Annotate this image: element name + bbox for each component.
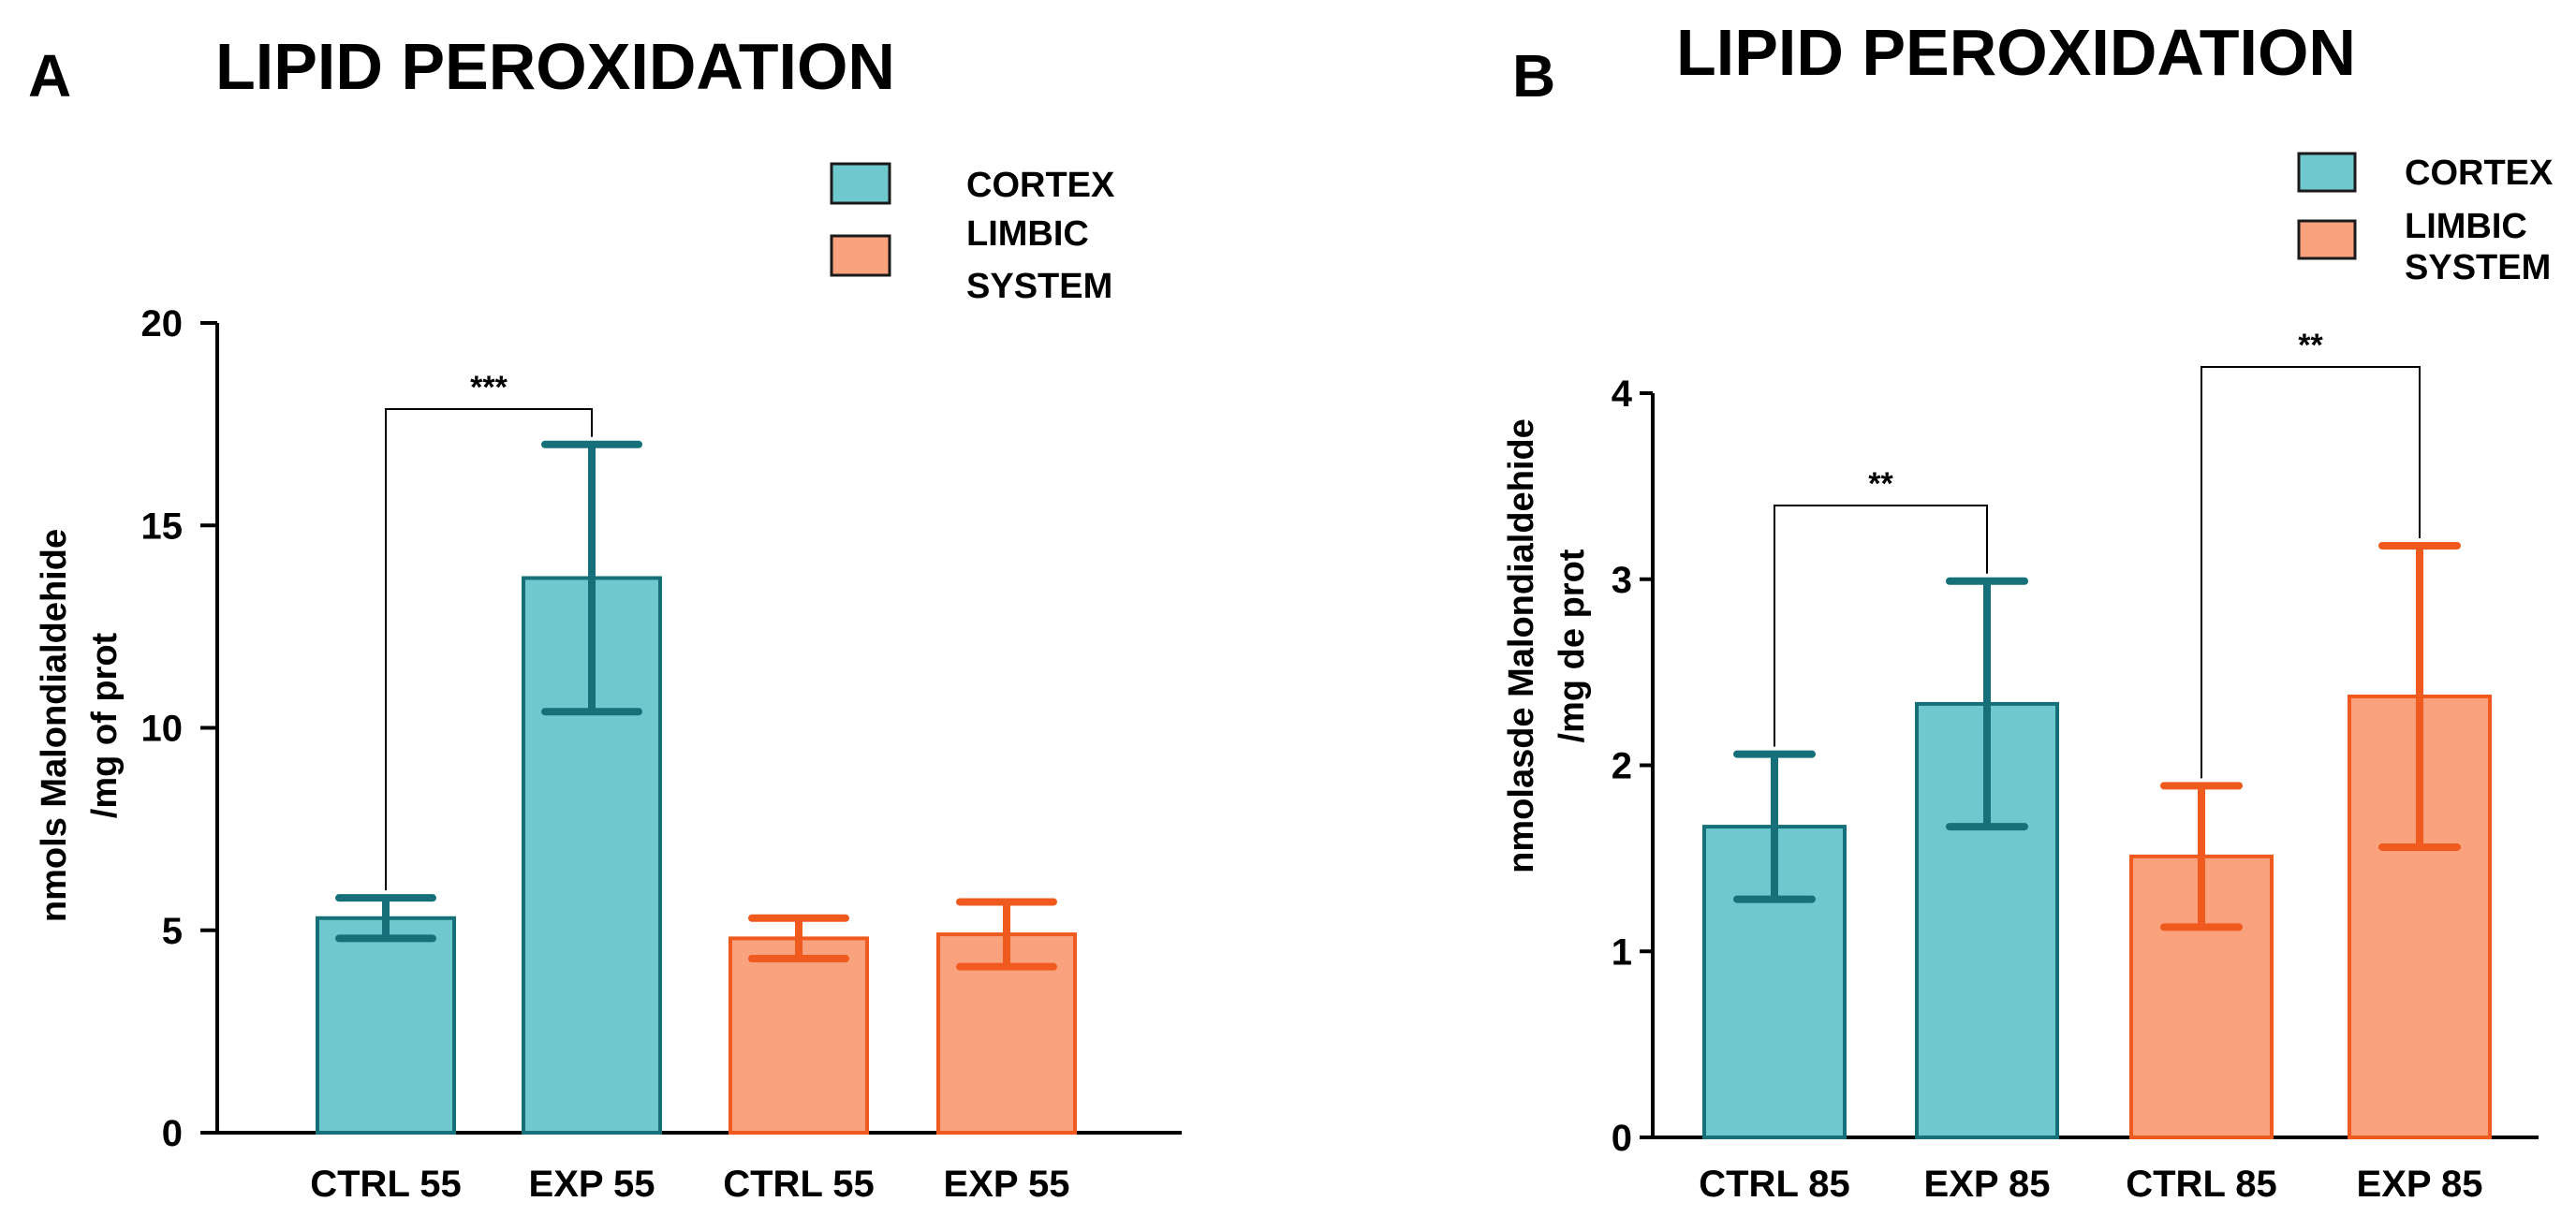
- y-tick-label: 1: [1612, 931, 1632, 973]
- bar-limbic: [729, 936, 869, 1136]
- legend-label-limbic: SYSTEM: [966, 267, 1112, 306]
- significance-label: **: [1868, 466, 1893, 502]
- x-category-label: CTRL 85: [2126, 1164, 2277, 1205]
- y-axis-label: /mg of prot: [85, 632, 125, 818]
- legend-label-cortex: CORTEX: [966, 166, 1115, 205]
- panel-letter: A: [28, 42, 71, 110]
- significance-bracket: [2201, 366, 2421, 779]
- y-tick-label: 20: [141, 303, 184, 344]
- x-category-label: EXP 55: [529, 1164, 655, 1205]
- x-category-label: EXP 85: [2357, 1164, 2483, 1205]
- y-tick-label: 0: [1612, 1118, 1632, 1159]
- legend-label-limbic: LIMBIC: [966, 214, 1089, 254]
- y-tick-label: 10: [141, 709, 184, 750]
- legend-swatch-cortex: [2297, 152, 2357, 193]
- x-category-label: CTRL 55: [310, 1164, 462, 1205]
- x-category-label: EXP 55: [944, 1164, 1070, 1205]
- legend-swatch-cortex: [830, 162, 891, 205]
- legend-label-limbic: SYSTEM: [2405, 248, 2551, 287]
- y-axis-label: nmols Malondialdehide: [35, 529, 74, 922]
- legend-label-limbic: LIMBIC: [2405, 207, 2527, 246]
- chart-panel-a: A LIPID PEROXIDATION CORTEX LIMBIC SYSTEM nmo…: [28, 30, 1182, 1205]
- significance-bracket: [1774, 505, 1988, 747]
- significance-label: ***: [470, 370, 508, 405]
- x-category-label: CTRL 55: [723, 1164, 875, 1205]
- bar-cortex: [316, 916, 456, 1136]
- x-category-label: CTRL 85: [1699, 1164, 1850, 1205]
- panel-letter: B: [1512, 42, 1555, 110]
- y-tick-label: 0: [162, 1113, 183, 1154]
- y-tick-label: 5: [162, 911, 183, 952]
- legend-label-cortex: CORTEX: [2405, 154, 2554, 193]
- x-category-label: EXP 85: [1924, 1164, 2051, 1205]
- chart-a-canvas: A LIPID PEROXIDATION CORTEX LIMBIC SYSTEM nmo…: [28, 30, 1182, 1205]
- significance-label: **: [2298, 328, 2323, 363]
- y-axis-label: /mg de prot: [1553, 549, 1592, 742]
- y-tick-label: 3: [1612, 560, 1632, 601]
- legend-swatch-limbic: [2297, 219, 2357, 260]
- y-tick-label: 2: [1612, 746, 1632, 787]
- chart-title: LIPID PEROXIDATION: [1676, 16, 2356, 89]
- y-axis-label: nmolasde Malondialdehide: [1502, 418, 1541, 873]
- y-tick-label: 15: [141, 506, 184, 547]
- y-tick-label: 4: [1612, 374, 1633, 415]
- significance-bracket: [385, 408, 593, 891]
- legend-swatch-limbic: [830, 234, 891, 277]
- chart-title: LIPID PEROXIDATION: [215, 30, 895, 103]
